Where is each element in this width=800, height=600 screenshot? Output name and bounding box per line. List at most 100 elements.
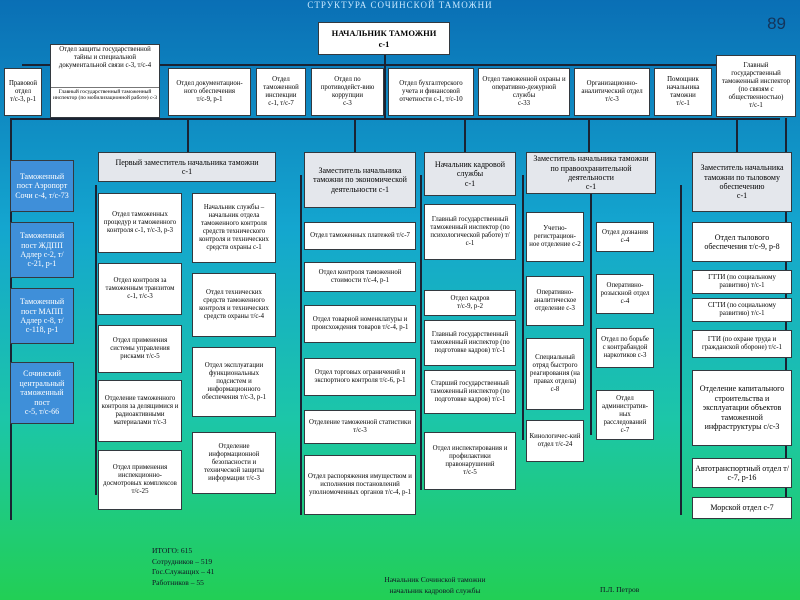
dept-label: Отделение информационной безопасности и … <box>204 442 264 483</box>
personnel-unit: Старший государственный таможенный инспе… <box>424 370 516 414</box>
customs-post-road: Таможенный пост МАПП Адлер с-8, т/с-118,… <box>10 288 74 344</box>
connector <box>736 118 738 152</box>
dept-label: Оперативно-розыскной отдел с-4 <box>600 281 650 305</box>
top-unit-anticorruption: Отдел по противодейст-вию коррупции с-3 <box>311 68 384 116</box>
connector <box>384 53 386 65</box>
dept-label: Отдел административ-ных расследований с-… <box>601 394 649 435</box>
post-label: Таможенный пост МАПП Адлер с-8, т/с-118,… <box>19 297 65 335</box>
rear-unit: ГТТИ (по социальному развитию) т/с-1 <box>692 270 792 294</box>
law-unit: Кинологичес-кий отдел т/с-24 <box>526 420 584 462</box>
rear-unit: Отделение капитального строительства и э… <box>692 370 792 446</box>
connector <box>680 185 682 515</box>
law-unit: Оперативно-розыскной отдел с-4 <box>596 274 654 314</box>
signature-name: П.Л. Петров <box>600 585 640 594</box>
first-deputy-service: Отдел эксплуатации функциональных подсис… <box>192 347 276 417</box>
post-label: Таможенный пост Аэропорт Сочи с-4, т/с-7… <box>15 171 69 200</box>
connector <box>22 64 778 66</box>
dept-label: Главный государственный таможенный инспе… <box>430 215 510 248</box>
deputy-header-label: Первый заместитель начальника таможни с-… <box>115 157 259 176</box>
dept-label: Отделение таможенного контроля за делящи… <box>101 394 179 427</box>
connector <box>187 118 189 152</box>
dept-label: СГТИ (по социальному развитию) т/с-1 <box>707 301 777 317</box>
top-unit-org: Организационно-аналитический отдел т/с-3 <box>574 68 650 116</box>
top-unit-pr: Главный государственный таможенный инспе… <box>716 55 796 117</box>
top-unit-label: Главный государственный таможенный инспе… <box>721 61 791 110</box>
connector <box>10 118 780 120</box>
dept-label: Отдел применения инспекционно-досмотровы… <box>103 463 177 496</box>
rear-deputy-header: Заместитель начальника таможни по тылово… <box>692 152 792 212</box>
top-unit-label: Отдел по противодейст-вию коррупции с-3 <box>320 75 375 108</box>
law-unit: Отдел административ-ных расследований с-… <box>596 390 654 440</box>
personnel-unit: Отдел кадров т/с-9, р-2 <box>424 290 516 316</box>
law-deputy-header: Заместитель начальника таможни по правоо… <box>526 152 656 194</box>
dept-label: Отдел торговых ограничений и экспортного… <box>314 368 406 384</box>
dept-label: Отделение капитального строительства и э… <box>699 384 785 432</box>
economic-dept: Отделение таможенной статистики т/с-3 <box>304 410 416 444</box>
top-unit-assistant: Помощник начальника таможни т/с-1 <box>654 68 712 116</box>
connector <box>522 175 524 440</box>
signature-title: Начальник Сочинской таможни начальник ка… <box>384 575 486 595</box>
dept-label: Отдел товарной номенклатуры и происхожде… <box>311 315 409 331</box>
dept-label: Автотранспортный отдел т/с-7, р-16 <box>695 463 789 482</box>
law-unit: Специальный отряд быстрого реагирования … <box>526 338 584 410</box>
dept-label: Начальник службы – начальник отдела тамо… <box>199 203 269 252</box>
rear-unit: СГТИ (по социальному развитию) т/с-1 <box>692 298 792 322</box>
top-unit-secrecy: Отдел защиты государственной тайны и спе… <box>50 44 160 118</box>
slide-number: 89 <box>767 14 786 33</box>
top-unit-accounting: Отдел бухгалтерского учета и финансовой … <box>388 68 474 116</box>
customs-post-central: Сочинский центральный таможенный пост с-… <box>10 362 74 424</box>
dept-label: Отделение таможенной статистики т/с-3 <box>309 418 411 434</box>
personnel-unit: Главный государственный таможенный инспе… <box>424 320 516 366</box>
dept-label: ГТИ (по охране труда и гражданской оборо… <box>702 335 782 351</box>
connector <box>354 118 356 152</box>
top-unit-legal: Правовой отдел т/с-3, р-1 <box>4 68 42 116</box>
dept-label: Отдел контроля за таможенным транзитом с… <box>105 276 175 300</box>
law-unit: Отдел дознания с-4 <box>596 222 654 252</box>
economic-dept: Отдел распоряжения имуществом и исполнен… <box>304 455 416 515</box>
dept-label: Отдел эксплуатации функциональных подсис… <box>202 361 266 402</box>
dept-label: Отдел инспектирования и профилактики пра… <box>432 444 508 477</box>
dept-label: Специальный отряд быстрого реагирования … <box>530 353 580 394</box>
top-unit-guard: Отдел таможенной охраны и оперативно-деж… <box>478 68 570 116</box>
rear-unit: Автотранспортный отдел т/с-7, р-16 <box>692 458 792 488</box>
law-unit: Оперативно-аналитическое отделение с-3 <box>526 276 584 326</box>
dept-label: Отдел таможенных процедур и таможенного … <box>103 210 177 234</box>
dept-label: Главный государственный таможенный инспе… <box>430 330 510 354</box>
customs-post-rail: Таможенный пост ЖДПП Адлер с-2, т/с-21, … <box>10 222 74 278</box>
connector <box>384 66 386 118</box>
top-unit-docs: Отдел документацион-ного обеспечения т/с… <box>168 68 251 116</box>
deputy-header-label: Заместитель начальника таможни по эконом… <box>313 165 407 194</box>
post-label: Сочинский центральный таможенный пост с-… <box>19 369 65 417</box>
connector <box>420 175 422 490</box>
dept-label: Старший государственный таможенный инспе… <box>430 379 510 403</box>
rear-unit: ГТИ (по охране труда и гражданской оборо… <box>692 330 792 358</box>
connector <box>300 175 302 515</box>
staff-totals: ИТОГО: 615 Сотрудников – 519 Гос.Служащи… <box>152 546 215 587</box>
dept-label: Отдел тылового обеспечения т/с-9, р-8 <box>704 232 780 251</box>
connector <box>588 118 590 152</box>
connector <box>590 190 592 435</box>
first-deputy-service: Отдел технических средств таможенного ко… <box>192 273 276 337</box>
deputy-header-label: Заместитель начальника таможни по тылово… <box>700 163 784 201</box>
dept-label: Отдел технических средств таможенного ко… <box>199 288 269 321</box>
top-unit-label: Организационно-аналитический отдел т/с-3 <box>581 79 643 103</box>
law-unit: Учетно-регистрацион-ное отделение с-2 <box>526 212 584 262</box>
head-box: НАЧАЛЬНИК ТАМОЖНИ с-1 <box>318 22 450 55</box>
personnel-unit: Главный государственный таможенный инспе… <box>424 204 516 260</box>
post-label: Таможенный пост ЖДПП Адлер с-2, т/с-21, … <box>19 231 65 269</box>
rear-unit: Отдел тылового обеспечения т/с-9, р-8 <box>692 222 792 262</box>
top-unit-inspection: Отдел таможенной инспекции с-1, т/с-7 <box>256 68 306 116</box>
first-deputy-dept: Отдел применения инспекционно-досмотровы… <box>98 450 182 510</box>
first-deputy-service: Отделение информационной безопасности и … <box>192 432 276 494</box>
law-unit: Отдел по борьбе с контрабандой наркотико… <box>596 328 654 368</box>
dept-label: Морской отдел с-7 <box>710 503 774 513</box>
dept-label: Отдел дознания с-4 <box>602 228 648 244</box>
deputy-header-label: Заместитель начальника таможни по правоо… <box>533 154 649 192</box>
connector <box>95 185 97 495</box>
top-unit-label: Отдел защиты государственной тайны и спе… <box>58 46 152 70</box>
top-unit-label: Отдел таможенной охраны и оперативно-деж… <box>482 75 566 108</box>
dept-label: Учетно-регистрацион-ное отделение с-2 <box>529 224 581 248</box>
economic-dept: Отдел торговых ограничений и экспортного… <box>304 358 416 396</box>
first-deputy-service: Начальник службы – начальник отдела тамо… <box>192 193 276 263</box>
top-unit-label: Отдел документацион-ного обеспечения т/с… <box>176 79 243 103</box>
